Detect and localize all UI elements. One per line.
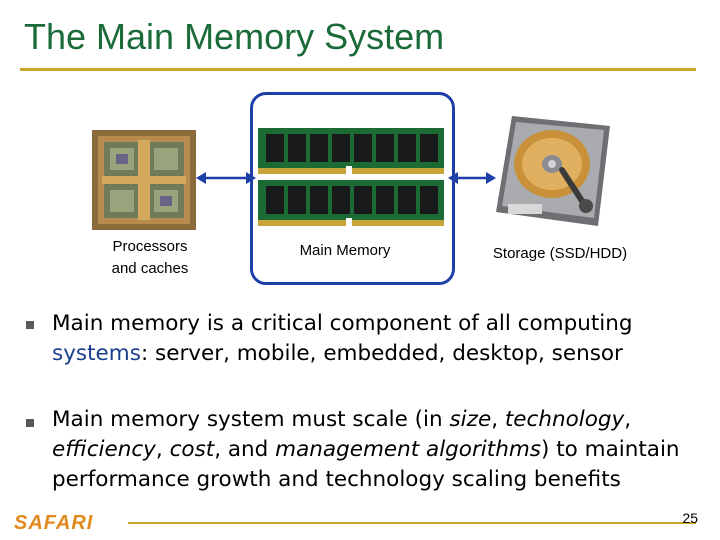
bullet-text-part: ) to maintain [540,437,680,462]
bullet-text-part: performance growth and technology scalin… [52,467,621,492]
bullet-text-part: Main memory system must scale (in [52,407,450,432]
main-memory-box [250,92,455,285]
bullet-italic: technology [504,407,625,432]
bullet-text: Main memory system must scale (in size , … [52,405,702,495]
bullet-italic: management algorithms [275,437,541,462]
bullet-highlight: systems [52,341,141,366]
storage-caption: Storage (SSD/HDD) [492,245,628,262]
bullet-italic: size [449,407,492,432]
bullet-text-part: : server, mobile, embedded, desktop, sen… [140,341,623,366]
processor-caption-line: Processors [112,238,188,255]
page-number: 25 [682,510,698,526]
hard-disk-image [496,116,610,226]
bullet-text: Main memory is a critical component of a… [52,309,702,369]
memory-caption: Main Memory [299,242,391,259]
bullet-text-part: , [491,407,505,432]
processor-chip-image [92,130,196,230]
memory-module-image [258,180,444,226]
bullet-text-part: Main memory is a critical component of a… [52,311,633,336]
title-divider [20,68,696,71]
bullet-italic: efficiency [52,437,156,462]
memory-module-image [258,128,444,174]
bullet-marker [26,321,34,329]
memory-storage-arrow [448,172,496,184]
processor-memory-arrow [196,172,256,184]
bullet-marker [26,419,34,427]
processor-caption: Processors and caches [92,236,208,280]
bullet-text-part: , [155,437,170,462]
bullet-text-part: , [624,407,632,432]
bullet-italic: cost [169,437,215,462]
page-title: The Main Memory System [24,16,445,57]
footer-divider [128,522,696,524]
bullet-text-part: , and [214,437,276,462]
processor-caption-line: and caches [111,260,189,277]
safari-logo: SAFARI [14,512,94,534]
